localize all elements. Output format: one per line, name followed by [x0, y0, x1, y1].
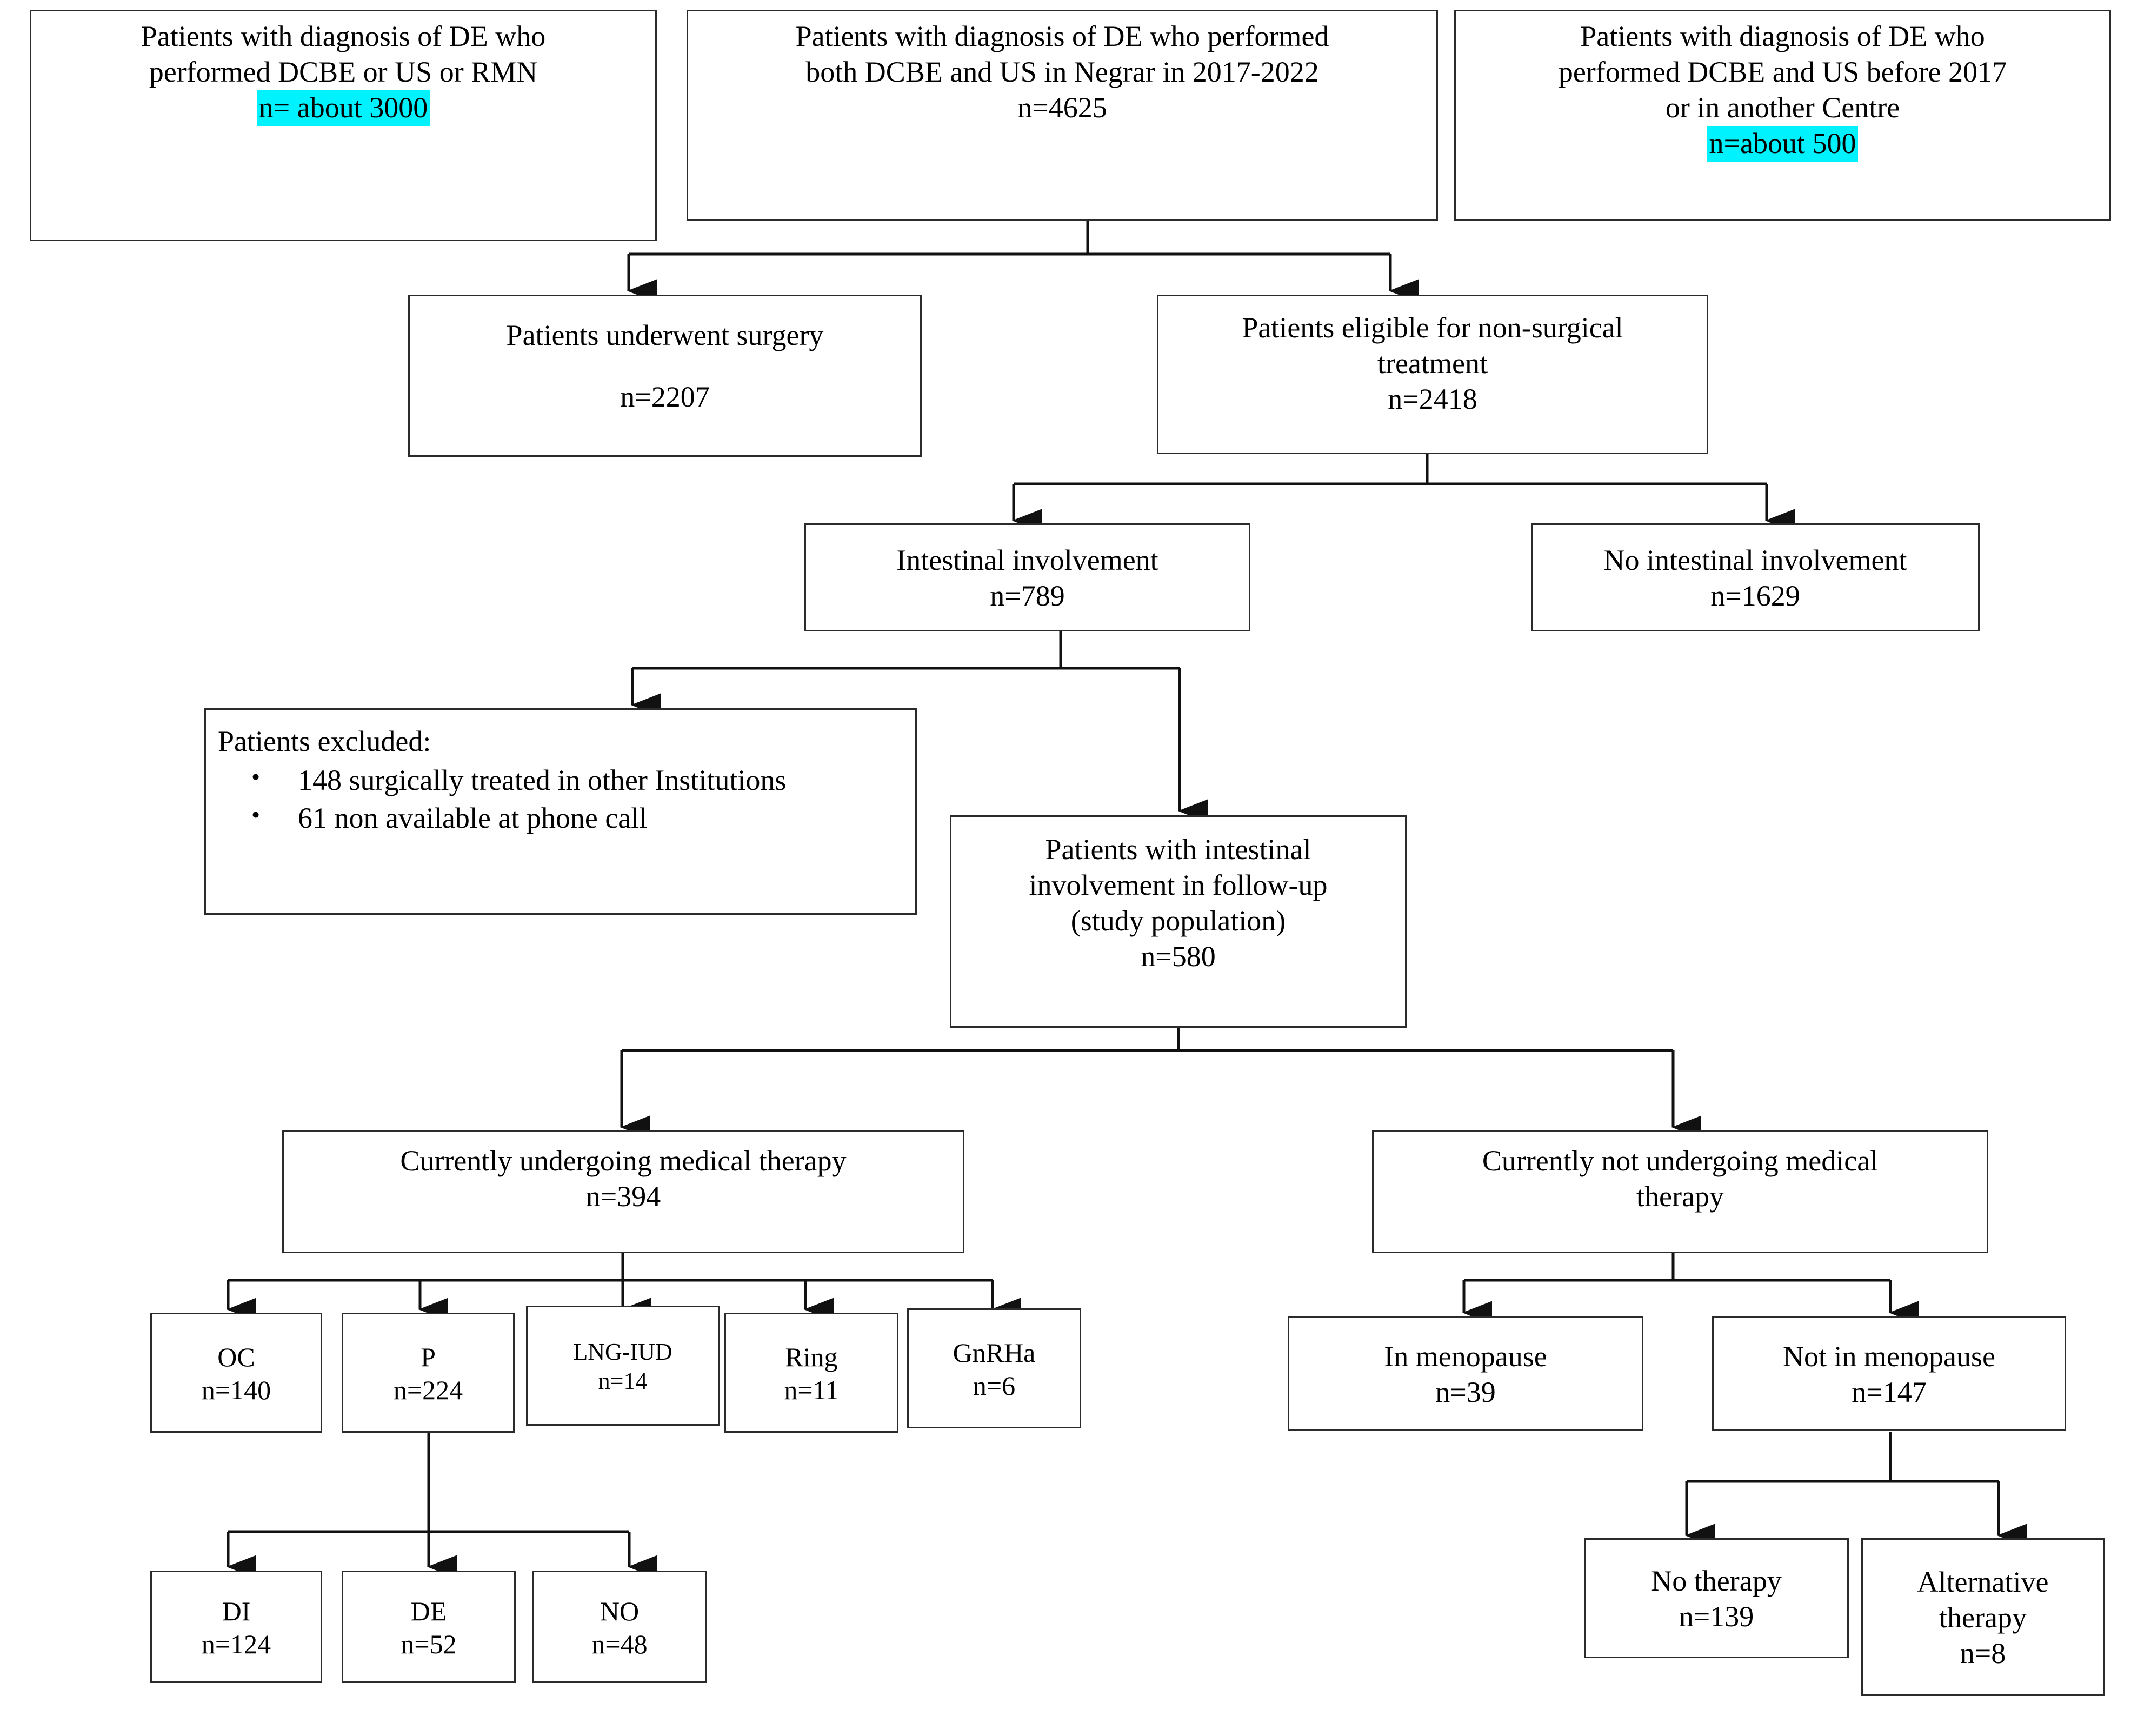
node-de[interactable]: DE n=52 — [342, 1571, 516, 1683]
node-on-therapy[interactable]: Currently undergoing medical therapy n=3… — [282, 1130, 964, 1253]
no-count: n=48 — [591, 1629, 648, 1659]
patients-excluded-header: Patients excluded: — [218, 725, 431, 757]
intestinal-involvement-count: n=789 — [990, 580, 1065, 612]
on-therapy-count: n=394 — [585, 1180, 661, 1213]
source-both-negrar-line1: Patients with diagnosis of DE who perfor… — [795, 20, 1329, 52]
node-patients-excluded[interactable]: Patients excluded: 148 surgically treate… — [204, 708, 917, 915]
source-any-imaging-count: n= about 3000 — [256, 90, 430, 126]
node-study-population[interactable]: Patients with intestinal involvement in … — [950, 815, 1407, 1028]
source-any-imaging-line2: performed DCBE or US or RMN — [149, 55, 538, 88]
no-therapy-label: No therapy — [1651, 1565, 1782, 1598]
source-before-2017-count: n=about 500 — [1707, 125, 1859, 162]
no-therapy-count: n=139 — [1679, 1600, 1754, 1633]
patients-excluded-item: 148 surgically treated in other Institut… — [251, 762, 786, 799]
node-intestinal-involvement[interactable]: Intestinal involvement n=789 — [804, 523, 1250, 631]
oc-count: n=140 — [201, 1375, 271, 1405]
in-menopause-count: n=39 — [1435, 1376, 1496, 1408]
node-eligible-nonsurgical[interactable]: Patients eligible for non-surgical treat… — [1157, 295, 1708, 454]
node-source-both-negrar[interactable]: Patients with diagnosis of DE who perfor… — [687, 10, 1438, 221]
eligible-nonsurgical-count: n=2418 — [1388, 382, 1477, 415]
node-no-therapy[interactable]: No therapy n=139 — [1584, 1538, 1849, 1658]
node-source-any-imaging[interactable]: Patients with diagnosis of DE who perfor… — [30, 10, 657, 241]
source-any-imaging-line1: Patients with diagnosis of DE who — [141, 20, 546, 52]
node-ring[interactable]: Ring n=11 — [724, 1313, 898, 1433]
node-p[interactable]: P n=224 — [342, 1313, 515, 1433]
alternative-therapy-line1: Alternative — [1917, 1566, 2049, 1599]
p-count: n=224 — [393, 1375, 463, 1405]
source-before-2017-line3: or in another Centre — [1665, 91, 1900, 124]
di-label: DI — [222, 1596, 251, 1626]
study-population-line1: Patients with intestinal — [1045, 833, 1311, 866]
node-source-before-2017[interactable]: Patients with diagnosis of DE who perfor… — [1454, 10, 2111, 221]
no-intestinal-involvement-line1: No intestinal involvement — [1603, 544, 1907, 577]
de-count: n=52 — [401, 1629, 457, 1659]
de-label: DE — [410, 1596, 447, 1626]
no-label: NO — [600, 1596, 640, 1626]
study-population-count: n=580 — [1141, 940, 1216, 973]
surgery-line1: Patients underwent surgery — [506, 319, 824, 351]
source-both-negrar-count: n=4625 — [1017, 91, 1107, 124]
not-in-menopause-count: n=147 — [1852, 1376, 1927, 1408]
node-not-in-menopause[interactable]: Not in menopause n=147 — [1712, 1316, 2066, 1431]
on-therapy-line1: Currently undergoing medical therapy — [400, 1145, 847, 1177]
gnrha-count: n=6 — [973, 1371, 1016, 1401]
source-before-2017-line2: performed DCBE and US before 2017 — [1558, 55, 2007, 88]
patients-excluded-item: 61 non available at phone call — [251, 800, 786, 836]
lng-iud-label: LNG-IUD — [573, 1339, 672, 1366]
study-population-line2: involvement in follow-up — [1029, 868, 1328, 901]
not-on-therapy-line2: therapy — [1636, 1180, 1724, 1213]
not-in-menopause-label: Not in menopause — [1783, 1340, 1995, 1373]
ring-label: Ring — [785, 1342, 838, 1372]
source-both-negrar-line2: both DCBE and US in Negrar in 2017-2022 — [805, 55, 1319, 88]
di-count: n=124 — [201, 1629, 271, 1659]
node-alternative-therapy[interactable]: Alternative therapy n=8 — [1861, 1538, 2105, 1696]
not-on-therapy-line1: Currently not undergoing medical — [1482, 1145, 1879, 1177]
node-surgery[interactable]: Patients underwent surgery n=2207 — [408, 295, 922, 457]
node-lng-iud[interactable]: LNG-IUD n=14 — [526, 1306, 720, 1426]
eligible-nonsurgical-line2: treatment — [1377, 347, 1488, 380]
intestinal-involvement-line1: Intestinal involvement — [896, 544, 1158, 577]
node-no-intestinal-involvement[interactable]: No intestinal involvement n=1629 — [1531, 523, 1980, 631]
node-gnrha[interactable]: GnRHa n=6 — [907, 1308, 1081, 1428]
p-label: P — [421, 1342, 436, 1372]
node-no[interactable]: NO n=48 — [532, 1571, 707, 1683]
patients-excluded-list: 148 surgically treated in other Institut… — [251, 762, 786, 839]
node-not-on-therapy[interactable]: Currently not undergoing medical therapy — [1372, 1130, 1988, 1253]
ring-count: n=11 — [784, 1375, 839, 1405]
oc-label: OC — [217, 1342, 255, 1372]
lng-iud-count: n=14 — [598, 1368, 648, 1394]
study-population-line3: (study population) — [1070, 904, 1286, 937]
surgery-count: n=2207 — [620, 381, 710, 414]
in-menopause-label: In menopause — [1384, 1340, 1547, 1373]
gnrha-label: GnRHa — [953, 1338, 1036, 1368]
eligible-nonsurgical-line1: Patients eligible for non-surgical — [1242, 311, 1623, 344]
node-oc[interactable]: OC n=140 — [150, 1313, 322, 1433]
no-intestinal-involvement-count: n=1629 — [1710, 580, 1800, 612]
alternative-therapy-count: n=8 — [1960, 1637, 2006, 1670]
node-in-menopause[interactable]: In menopause n=39 — [1288, 1316, 1643, 1431]
alternative-therapy-line2: therapy — [1939, 1601, 2027, 1634]
node-di[interactable]: DI n=124 — [150, 1571, 322, 1683]
source-before-2017-line1: Patients with diagnosis of DE who — [1580, 20, 1985, 52]
